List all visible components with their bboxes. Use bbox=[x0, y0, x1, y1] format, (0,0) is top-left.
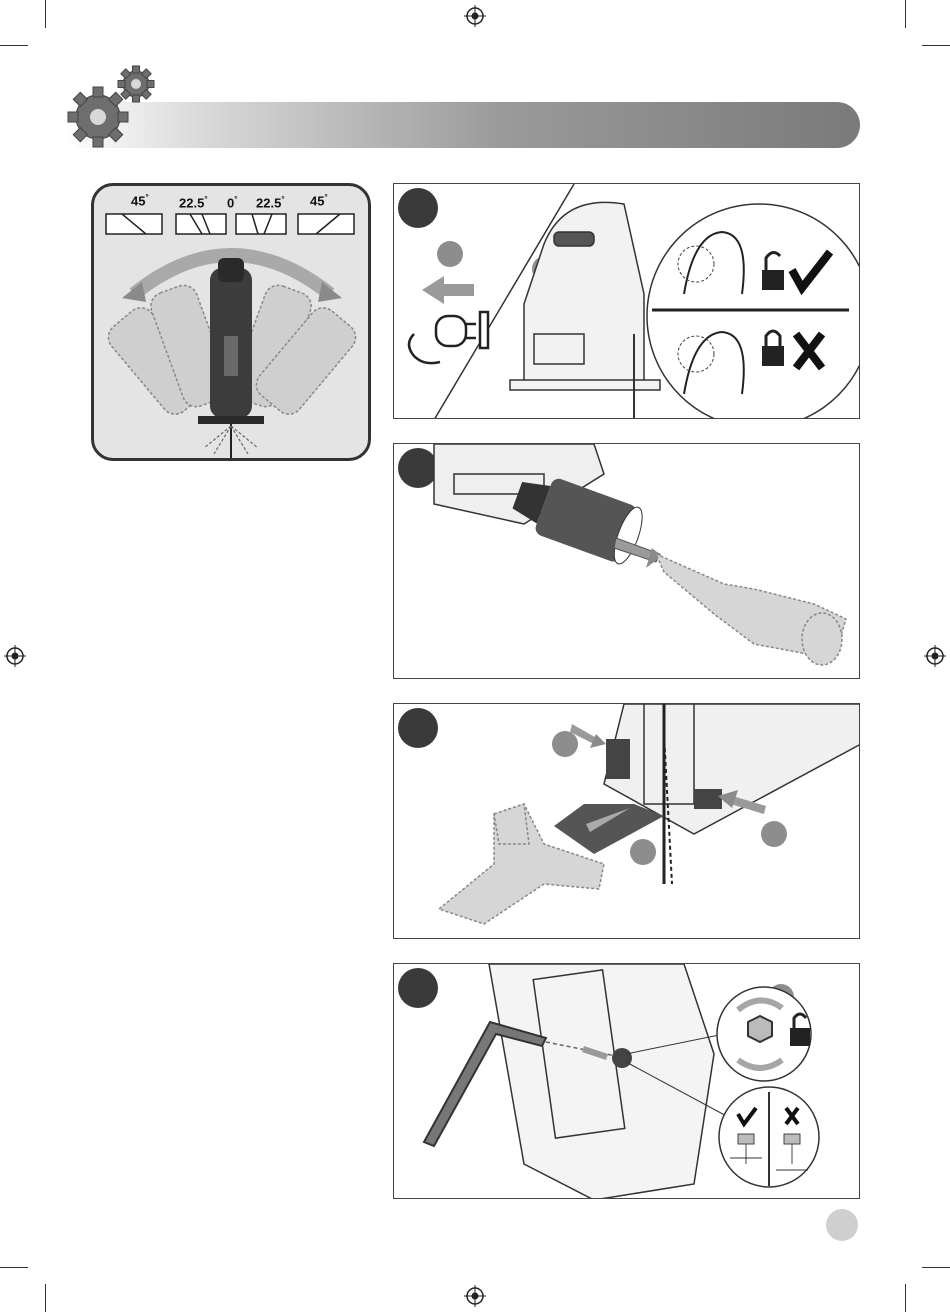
bevel-angle-panel: 45° 22.5° 0° 22.5° 45° bbox=[91, 183, 371, 461]
crop-mark bbox=[45, 1284, 46, 1312]
step-2-panel bbox=[393, 443, 860, 679]
gears-icon bbox=[60, 62, 160, 152]
step-4-panel bbox=[393, 963, 860, 1199]
step-4-illustration bbox=[394, 964, 860, 1199]
crop-mark bbox=[0, 1267, 28, 1268]
page-number-dot bbox=[826, 1209, 858, 1241]
step-2-illustration bbox=[394, 444, 860, 679]
crop-mark bbox=[0, 45, 28, 46]
crop-mark bbox=[922, 45, 950, 46]
registration-mark-icon bbox=[464, 1285, 486, 1307]
step-1-illustration bbox=[394, 184, 860, 419]
registration-mark-icon bbox=[4, 645, 26, 667]
step-1-panel bbox=[393, 183, 860, 419]
step-3-illustration bbox=[394, 704, 860, 939]
power-plug-icon bbox=[409, 312, 488, 363]
section-banner bbox=[62, 102, 860, 148]
crop-mark bbox=[905, 0, 906, 28]
crop-mark bbox=[45, 0, 46, 28]
bevel-illustration bbox=[94, 186, 368, 458]
crop-mark bbox=[905, 1284, 906, 1312]
crop-mark bbox=[922, 1267, 950, 1268]
registration-mark-icon bbox=[924, 645, 946, 667]
registration-mark-icon bbox=[464, 5, 486, 27]
step-3-panel bbox=[393, 703, 860, 939]
